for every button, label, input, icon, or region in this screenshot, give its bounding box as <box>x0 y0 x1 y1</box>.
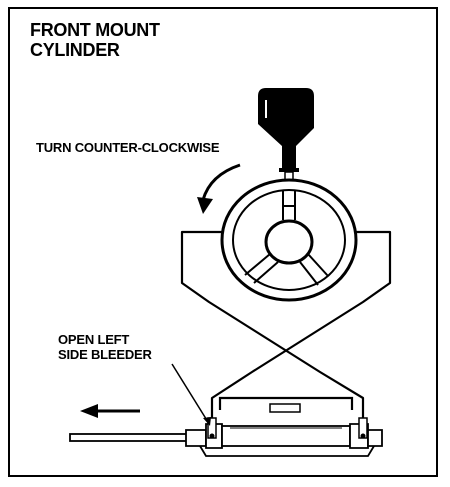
hydraulic-cylinder <box>69 396 383 457</box>
bleeder-pointer <box>171 363 211 426</box>
rod-arrow-head <box>80 404 98 418</box>
helm-pump-body <box>258 88 314 158</box>
steering-wheel <box>220 178 358 302</box>
bleeder-label-line-1: OPEN LEFT <box>58 332 130 347</box>
hydraulic-hoses <box>180 230 392 430</box>
title-line-1: FRONT MOUNT <box>30 20 160 40</box>
helm-pump <box>258 88 314 189</box>
cylinder-tie-bar <box>218 396 354 410</box>
bleeder-pointer-line <box>171 363 209 423</box>
bleeder-label: OPEN LEFT SIDE BLEEDER <box>58 332 152 362</box>
rod-direction-arrow <box>80 404 140 418</box>
right-bleeder-port <box>360 433 366 439</box>
wheel-hub <box>264 219 314 265</box>
wheel-spoke-left <box>244 253 279 284</box>
wheel-rim-inner <box>232 189 346 291</box>
cylinder-left-gland <box>185 429 207 447</box>
bleeder-pointer-head <box>203 417 211 426</box>
counter-clockwise-arrow <box>197 163 241 214</box>
cylinder-barrel <box>221 425 351 447</box>
cylinder-tie-bar-clamp <box>269 403 301 413</box>
left-bleeder-port <box>209 433 215 439</box>
diagram-title: FRONT MOUNT CYLINDER <box>30 20 160 60</box>
wheel-spoke-right <box>299 253 329 286</box>
helm-pump-flange <box>279 168 299 172</box>
rotation-arrow-shaft <box>201 163 241 201</box>
rotation-arrow-head <box>197 197 213 214</box>
turn-direction-label: TURN COUNTER-CLOCKWISE <box>36 140 220 155</box>
title-line-2: CYLINDER <box>30 40 120 60</box>
cylinder-rod <box>69 433 193 442</box>
bleeder-label-line-2: SIDE BLEEDER <box>58 347 152 362</box>
cylinder-right-gland <box>367 429 383 447</box>
hose-left-loop <box>180 230 365 430</box>
hose-right-loop <box>210 230 392 430</box>
cylinder-mount-base <box>199 445 375 457</box>
helm-pump-neck <box>282 158 296 168</box>
